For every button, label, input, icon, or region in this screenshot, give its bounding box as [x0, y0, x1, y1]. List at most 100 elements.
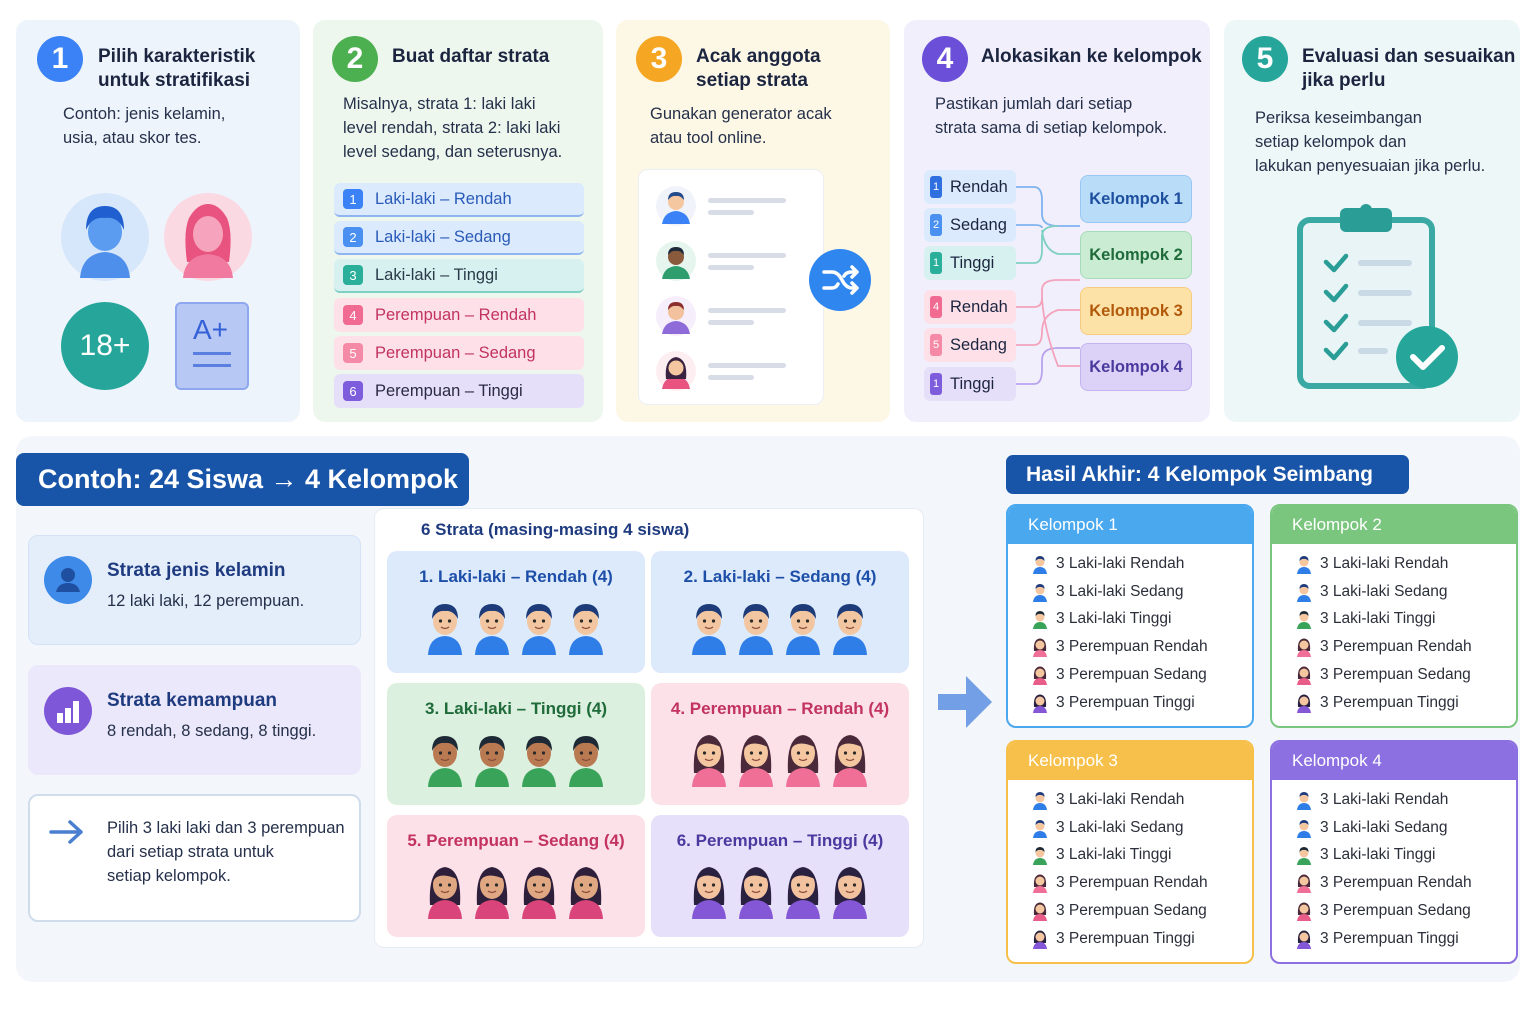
alloc-level-label: Tinggi [950, 253, 995, 272]
stratum-label: Laki-laki – Sedang [375, 227, 511, 246]
step-title-1a: Pilih karakteristik [98, 46, 256, 67]
alloc-level-number: 1 [930, 176, 942, 198]
result-row: 3 Laki-laki Tinggi [1008, 606, 1252, 634]
male-avatar-icon [61, 193, 149, 281]
alloc-level-label: Sedang [950, 335, 1007, 354]
male-student-icon [1297, 819, 1311, 838]
result-row-label: 3 Perempuan Sedang [1056, 666, 1207, 684]
result-group-header: Kelompok 4 [1272, 742, 1516, 780]
result-row-label: 3 Laki-laki Tinggi [1056, 610, 1172, 628]
female-student-icon [1033, 638, 1047, 658]
result-row: 3 Laki-laki Sedang [1272, 578, 1516, 606]
strata-box: 1. Laki-laki – Rendah (4) [387, 551, 645, 673]
result-row-label: 3 Laki-laki Sedang [1056, 582, 1184, 600]
result-row-label: 3 Perempuan Sedang [1320, 902, 1471, 920]
result-group-header: Kelompok 3 [1008, 742, 1252, 780]
result-banner: Hasil Akhir: 4 Kelompok Seimbang [1006, 455, 1409, 494]
result-row: 3 Laki-laki Sedang [1272, 814, 1516, 842]
result-row-label: 3 Perempuan Rendah [1056, 638, 1208, 656]
result-row: 3 Perempuan Rendah [1272, 633, 1516, 661]
stratum-number: 5 [343, 343, 363, 363]
alloc-level: 5 Sedang [924, 328, 1016, 362]
female-student-icon [1033, 666, 1047, 686]
result-row: 3 Perempuan Tinggi [1272, 925, 1516, 953]
student-icon [428, 736, 462, 787]
student-icons [428, 736, 603, 787]
stratum-number: 6 [343, 381, 363, 401]
alloc-level-number: 1 [930, 252, 942, 274]
clipboard-check-icon [1297, 204, 1458, 389]
female-student-icon [1297, 930, 1311, 949]
student-icon [833, 604, 867, 655]
female-student-icon [1297, 874, 1311, 894]
step-number-4: 4 [922, 36, 968, 82]
student-icon [522, 867, 556, 919]
step-desc-1a: Contoh: jenis kelamin, [63, 105, 226, 123]
alloc-group-4: Kelompok 4 [1080, 343, 1192, 391]
female-student-icon [1033, 902, 1047, 922]
student-icon [475, 867, 509, 919]
strata-box: 2. Laki-laki – Sedang (4) [651, 551, 909, 673]
strata-box-title: 3. Laki-laki – Tinggi (4) [424, 699, 607, 718]
alloc-level-label: Tinggi [950, 374, 995, 393]
result-row: 3 Laki-laki Rendah [1008, 550, 1252, 578]
result-row: 3 Perempuan Tinggi [1008, 689, 1252, 717]
step-desc-5b: setiap kelompok dan [1255, 133, 1407, 151]
step-title-1b: untuk stratifikasi [98, 70, 251, 91]
grade-text: A+ [193, 314, 229, 345]
strata-box-title: 5. Perempuan – Sedang (4) [407, 831, 625, 850]
pick-instruction-l3: setiap kelompok. [107, 867, 231, 885]
student-icon [833, 735, 867, 787]
step-desc-5c: lakukan penyesuaian jika perlu. [1255, 157, 1486, 175]
alloc-level-number: 5 [930, 334, 942, 356]
stratum-number: 1 [343, 189, 363, 209]
female-avatar-icon [164, 193, 252, 281]
result-row-label: 3 Laki-laki Rendah [1320, 790, 1449, 808]
result-row: 3 Laki-laki Tinggi [1272, 842, 1516, 870]
male-student-icon [1297, 555, 1311, 574]
student-icon [739, 867, 773, 919]
student-icon [786, 604, 820, 655]
result-row: 3 Laki-laki Sedang [1008, 814, 1252, 842]
student-icon [428, 867, 462, 919]
person-icon [44, 556, 92, 604]
step-desc-5a: Periksa keseimbangan [1255, 109, 1422, 127]
arrow-right-icon [49, 820, 83, 844]
student-icon [522, 604, 556, 655]
female-student-icon [1033, 874, 1047, 894]
strata-box-title: 4. Perempuan – Rendah (4) [670, 699, 890, 718]
result-row-label: 3 Laki-laki Tinggi [1320, 610, 1436, 628]
result-row-label: 3 Laki-laki Sedang [1320, 818, 1448, 836]
student-icons [692, 604, 867, 655]
step-desc-3a: Gunakan generator acak [650, 105, 832, 123]
result-row: 3 Perempuan Rendah [1008, 869, 1252, 897]
male-student-icon [1297, 611, 1311, 630]
strata-grid-title: 6 Strata (masing-masing 4 siswa) [421, 520, 690, 539]
result-group-card: Kelompok 3 3 Laki-laki Rendah 3 Laki-laki … [1006, 740, 1254, 964]
result-row: 3 Laki-laki Rendah [1008, 786, 1252, 814]
male-student-icon [1033, 791, 1047, 810]
stratum-number: 3 [343, 265, 363, 285]
result-row-label: 3 Perempuan Tinggi [1320, 693, 1459, 711]
student-icon [739, 604, 773, 655]
result-row-label: 3 Laki-laki Sedang [1320, 582, 1448, 600]
strata-box-title: 1. Laki-laki – Rendah (4) [419, 567, 613, 586]
student-icon [786, 735, 820, 787]
step-desc-2c: level sedang, dan seterusnya. [343, 143, 563, 161]
step-desc-3b: atau tool online. [650, 129, 767, 147]
student-icon [569, 736, 603, 787]
stratum-label: Perempuan – Rendah [375, 305, 537, 324]
result-row: 3 Perempuan Sedang [1272, 661, 1516, 689]
student-icon [428, 604, 462, 655]
big-arrow-icon [938, 676, 992, 728]
male-student-icon [1033, 555, 1047, 574]
result-row-label: 3 Laki-laki Sedang [1056, 818, 1184, 836]
result-row: 3 Laki-laki Sedang [1008, 578, 1252, 606]
result-row-label: 3 Perempuan Tinggi [1056, 929, 1195, 947]
